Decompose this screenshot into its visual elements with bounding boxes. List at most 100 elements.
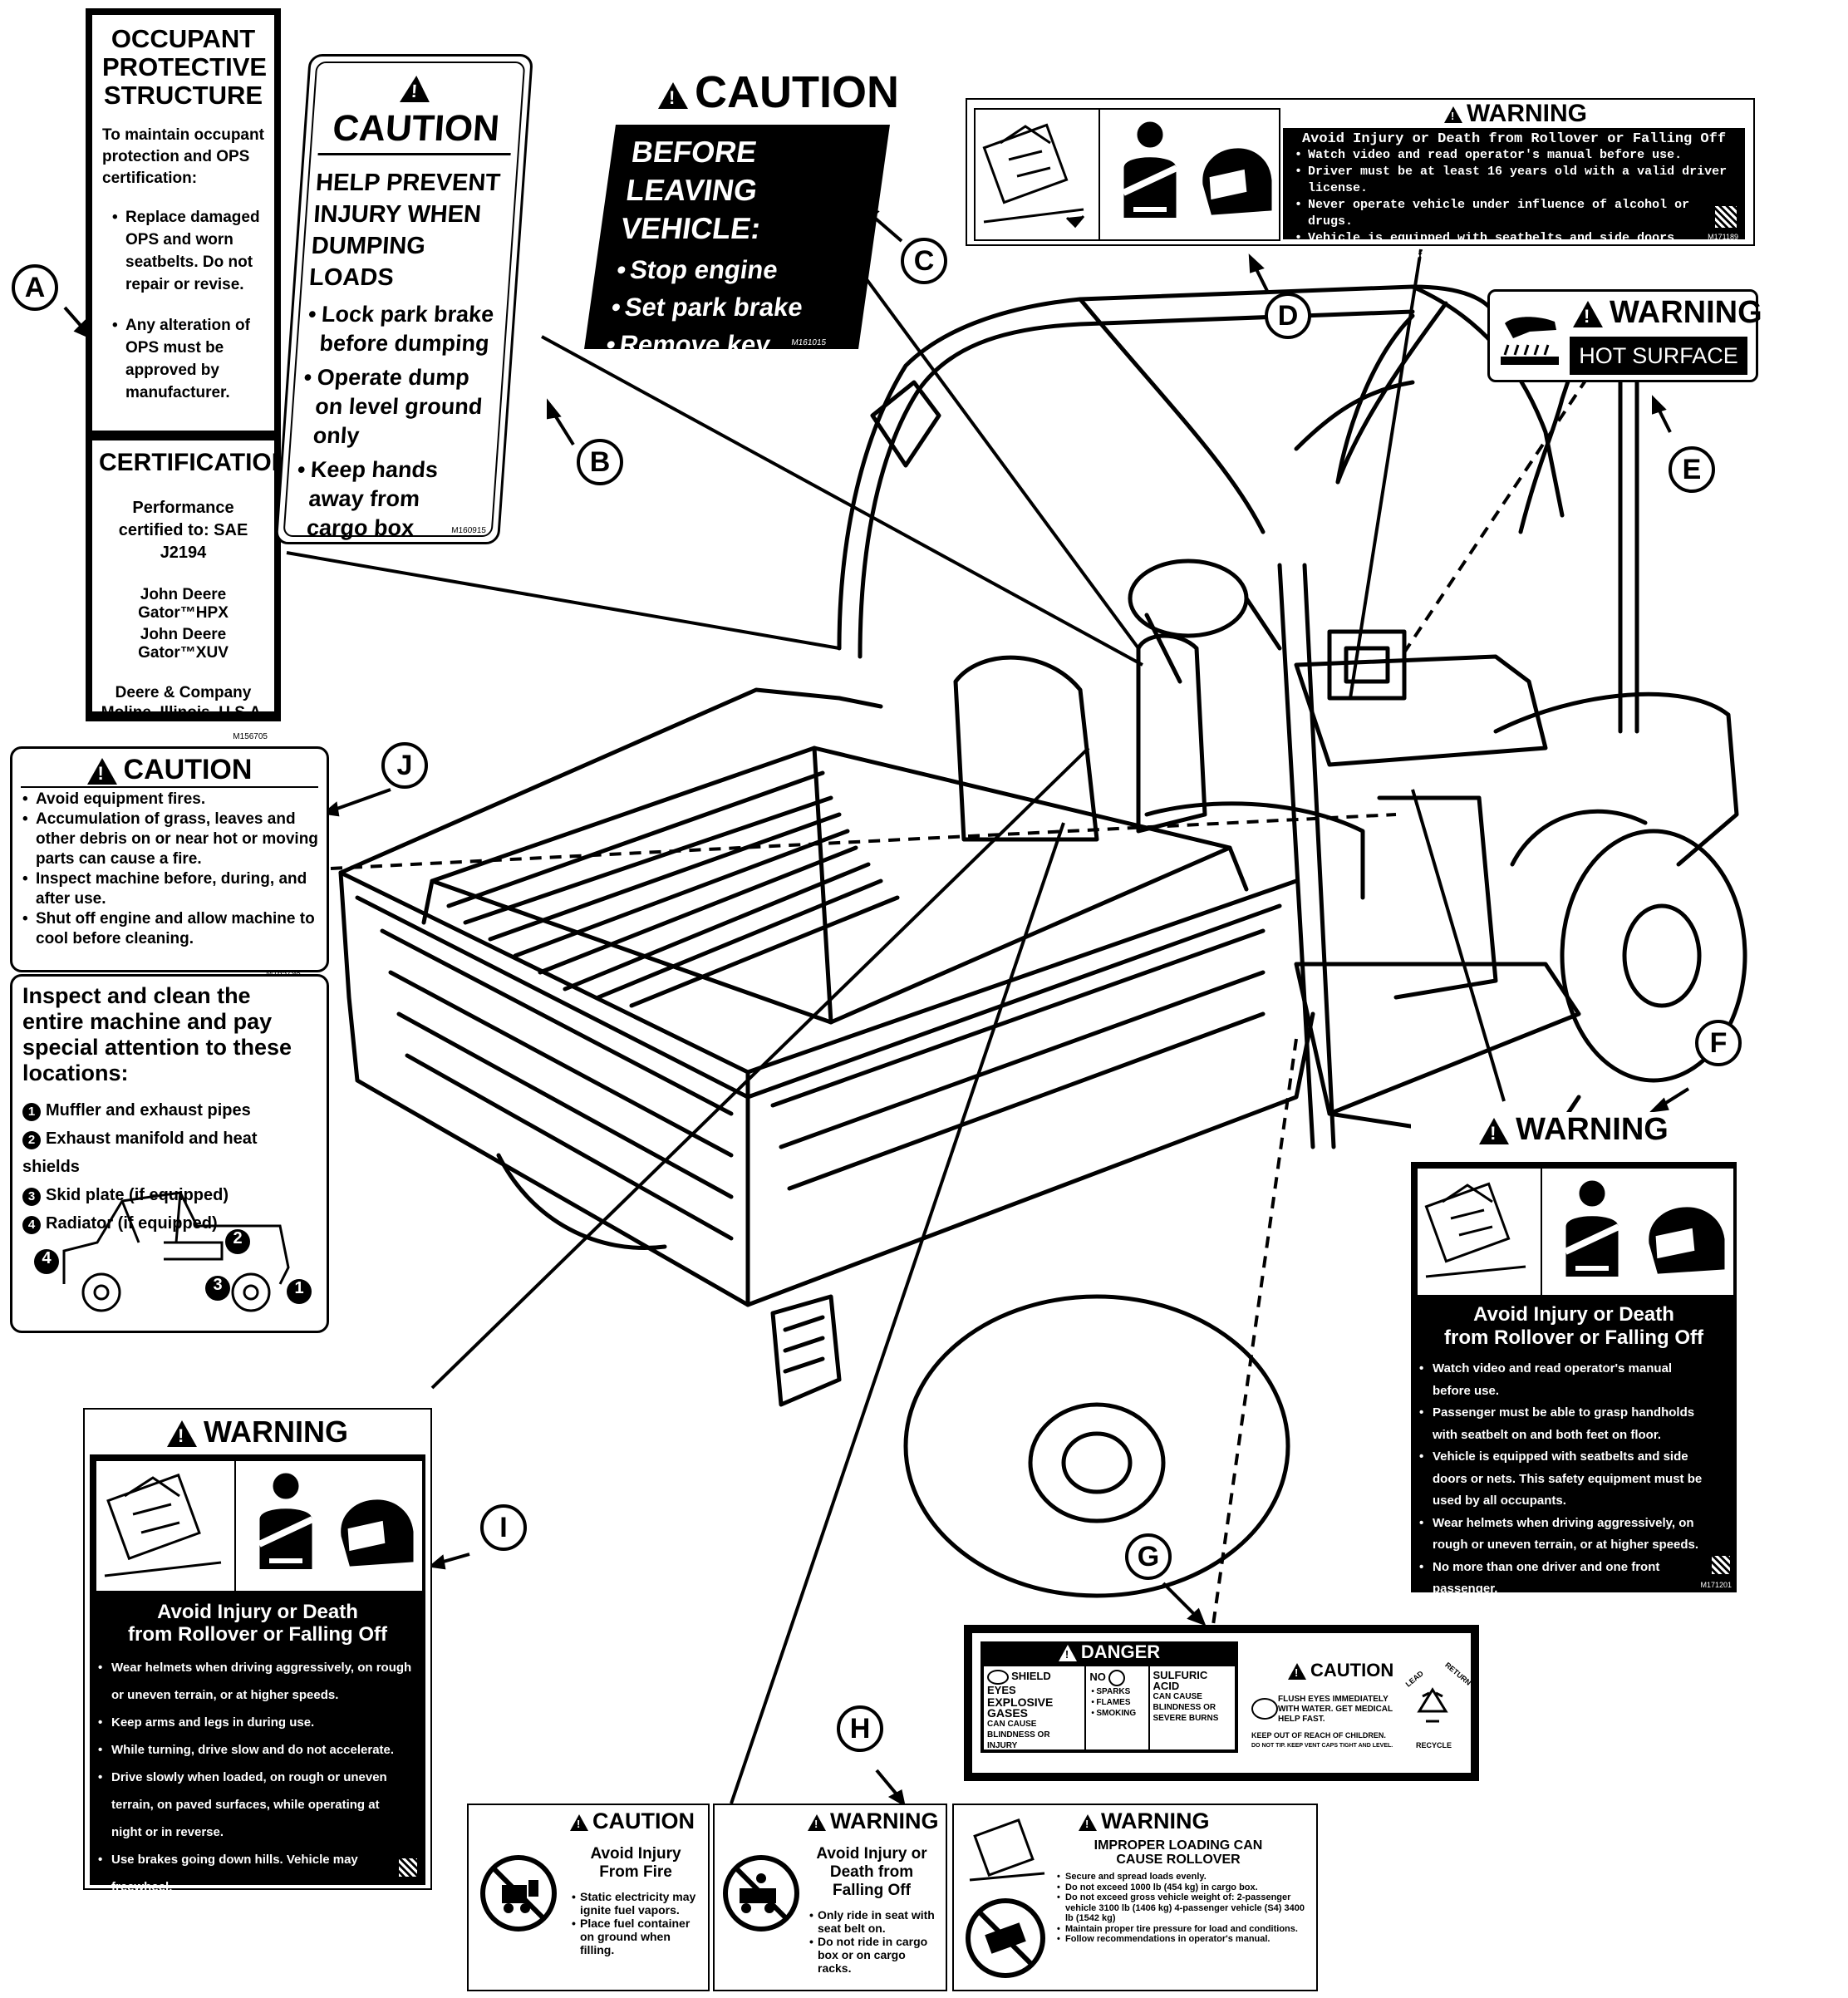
label-a-intro: To maintain occupant protection and OPS … [102,126,264,187]
label-c-bullet: Stop engine [612,251,852,288]
label-f-bullet: Watch video and read operator's manual b… [1418,1358,1712,1402]
label-a-model-2: John Deere Gator™XUV [138,626,229,662]
qr-code-icon [1712,1556,1730,1574]
label-f-bullet: Wear helmets when driving aggressively, … [1418,1513,1712,1557]
label-b-heading: CAUTION [318,66,517,150]
label-j-bullet: Accumulation of grass, leaves and other … [21,810,318,869]
label-a-title-1: OCCUPANT [111,24,256,53]
label-a-bullet: Any alteration of OPS must be approved b… [111,314,264,404]
label-d-heading-text: WARNING [1467,100,1587,127]
label-b-title-2: INJURY WHEN [312,201,483,228]
rollover-pictogram [974,108,1100,241]
no-overload-icon [966,1898,1045,1978]
label-g-no-item: SPARKS [1089,1686,1144,1697]
label-b-title-3: DUMPING LOADS [308,233,426,291]
label-e-text: HOT SURFACE [1570,337,1747,375]
label-h2-bullet: Do not ride in cargo box or on cargo rac… [808,1935,941,1975]
label-h3-title-2: CAUSE ROLLOVER [1116,1853,1241,1867]
label-f-bullet: Vehicle is equipped with seatbelts and s… [1418,1446,1712,1513]
callout-j: J [381,742,428,789]
label-a-title: OCCUPANT PROTECTIVE STRUCTURE [102,24,268,110]
alert-triangle-icon [1479,1117,1510,1144]
alert-triangle-icon [1288,1663,1306,1681]
number-badge: 1 [22,1103,41,1121]
label-c-heading: CAUTION [658,66,899,118]
utility-vehicle-diagram: 4 2 3 1 [31,1176,313,1326]
callout-d: D [1265,293,1311,339]
label-j-inspect-panel: Inspect and clean the entire machine and… [10,974,329,1333]
label-b-heading-text: CAUTION [331,108,501,149]
label-g-recycle: RECYCLE [1416,1741,1452,1749]
alert-triangle-icon [1444,106,1462,124]
label-f-heading: WARNING [1411,1112,1737,1148]
label-h2-heading: WARNING [808,1809,939,1834]
seatbelt-helmet-pictogram [1098,108,1280,241]
alert-triangle-icon [570,1813,588,1831]
label-h2-falling-warning: WARNING Avoid Injury or Death from Falli… [713,1804,947,1991]
rollover-pictogram [95,1459,236,1592]
label-e-heading: WARNING [1573,295,1762,331]
label-h1-fire-caution: CAUTION Avoid Injury From Fire Static el… [467,1804,710,1991]
eye-wash-icon [1251,1698,1278,1720]
rollover-pictogram [966,1815,1049,1887]
label-g-caution-text: CAUTION [1310,1660,1394,1681]
label-j-heading-text: CAUTION [123,754,253,785]
label-j-code: M165798 [266,969,301,978]
no-cargo-riding-icon [723,1855,799,1932]
label-h3-title-1: IMPROPER LOADING CAN [1094,1838,1263,1853]
callout-g: G [1125,1533,1172,1580]
callout-h: H [837,1705,883,1752]
label-g-shield-3: CAN CAUSE BLINDNESS OR INJURY [987,1720,1050,1750]
label-a-company-1: Deere & Company [115,684,252,701]
label-i-heading-text: WARNING [204,1415,348,1449]
label-g-danger: DANGER [981,1641,1238,1663]
alert-triangle-icon [1058,1645,1077,1662]
alert-triangle-icon [86,758,117,785]
seatbelt-helmet-pictogram [234,1459,424,1592]
label-i-bullet: Use brakes going down hills. Vehicle may… [96,1846,412,1901]
label-b-bullet: Lock park brake before dumping [303,300,500,358]
label-g-acid-3: CAN CAUSE BLINDNESS OR SEVERE BURNS [1153,1692,1219,1723]
location-badge-3: 3 [205,1276,230,1301]
location-badge-2: 2 [225,1229,250,1254]
number-badge: 2 [22,1131,41,1149]
label-d-bullet: Vehicle is equipped with seatbelts and s… [1293,230,1735,280]
label-h3-loading-warning: WARNING IMPROPER LOADING CAN CAUSE ROLLO… [952,1804,1318,1991]
label-h3-bullet: Secure and spread loads evenly. [1055,1872,1305,1882]
label-i-bullet: Keep arms and legs in during use. [96,1709,412,1736]
label-i-bullet: For off-road use only. Do not use on pub… [96,1901,412,1928]
number-badge: 3 [22,1188,41,1206]
alert-triangle-icon [1573,300,1603,327]
number-badge: 4 [22,1216,41,1234]
label-j-heading: CAUTION [21,754,318,786]
label-h1-bullet: Place fuel container on ground when fill… [570,1917,703,1956]
label-f-bullet: No more than one driver and one front pa… [1418,1557,1712,1601]
label-j-bullet: Inspect machine before, during, and afte… [21,869,318,909]
label-e-heading-text: WARNING [1610,295,1762,330]
label-g-acid-1: SULFURIC [1153,1669,1208,1681]
label-a-code: M156705 [233,732,268,741]
label-e-hot-surface: WARNING HOT SURFACE [1487,289,1762,382]
alert-triangle-icon [167,1420,197,1448]
label-j-fire-caution: CAUTION Avoid equipment fires. Accumulat… [10,746,329,972]
label-i-bullet: Drive slowly when loaded, on rough or un… [96,1764,412,1846]
recycle-icon [1406,1683,1459,1736]
alert-triangle-icon [808,1813,826,1831]
label-d-subtitle: Avoid Injury or Death from Rollover or F… [1301,131,1727,147]
label-j-location-text: Muffler and exhaust pipes [46,1101,251,1120]
label-g-flush: FLUSH EYES IMMEDIATELY WITH WATER. GET M… [1278,1695,1393,1724]
label-h2-heading-text: WARNING [830,1809,939,1833]
label-j-location-text: Exhaust manifold and heat shields [22,1129,258,1176]
seatbelt-helmet-pictogram [1541,1167,1735,1297]
label-g-danger-text: DANGER [1080,1641,1161,1662]
hot-surface-hand-icon [1497,298,1563,373]
label-a-title-2: PROTECTIVE [102,52,268,81]
label-j-location: 1 Muffler and exhaust pipes [22,1096,317,1124]
label-b-bullet: Operate dump on level ground only [297,363,496,450]
label-j-bullet: Avoid equipment fires. [21,790,318,810]
label-g-no-item: FLAMES [1089,1697,1144,1708]
label-h3-bullet: Do not exceed gross vehicle weight of: 2… [1055,1892,1305,1924]
label-g-acid-2: ACID [1153,1680,1180,1692]
